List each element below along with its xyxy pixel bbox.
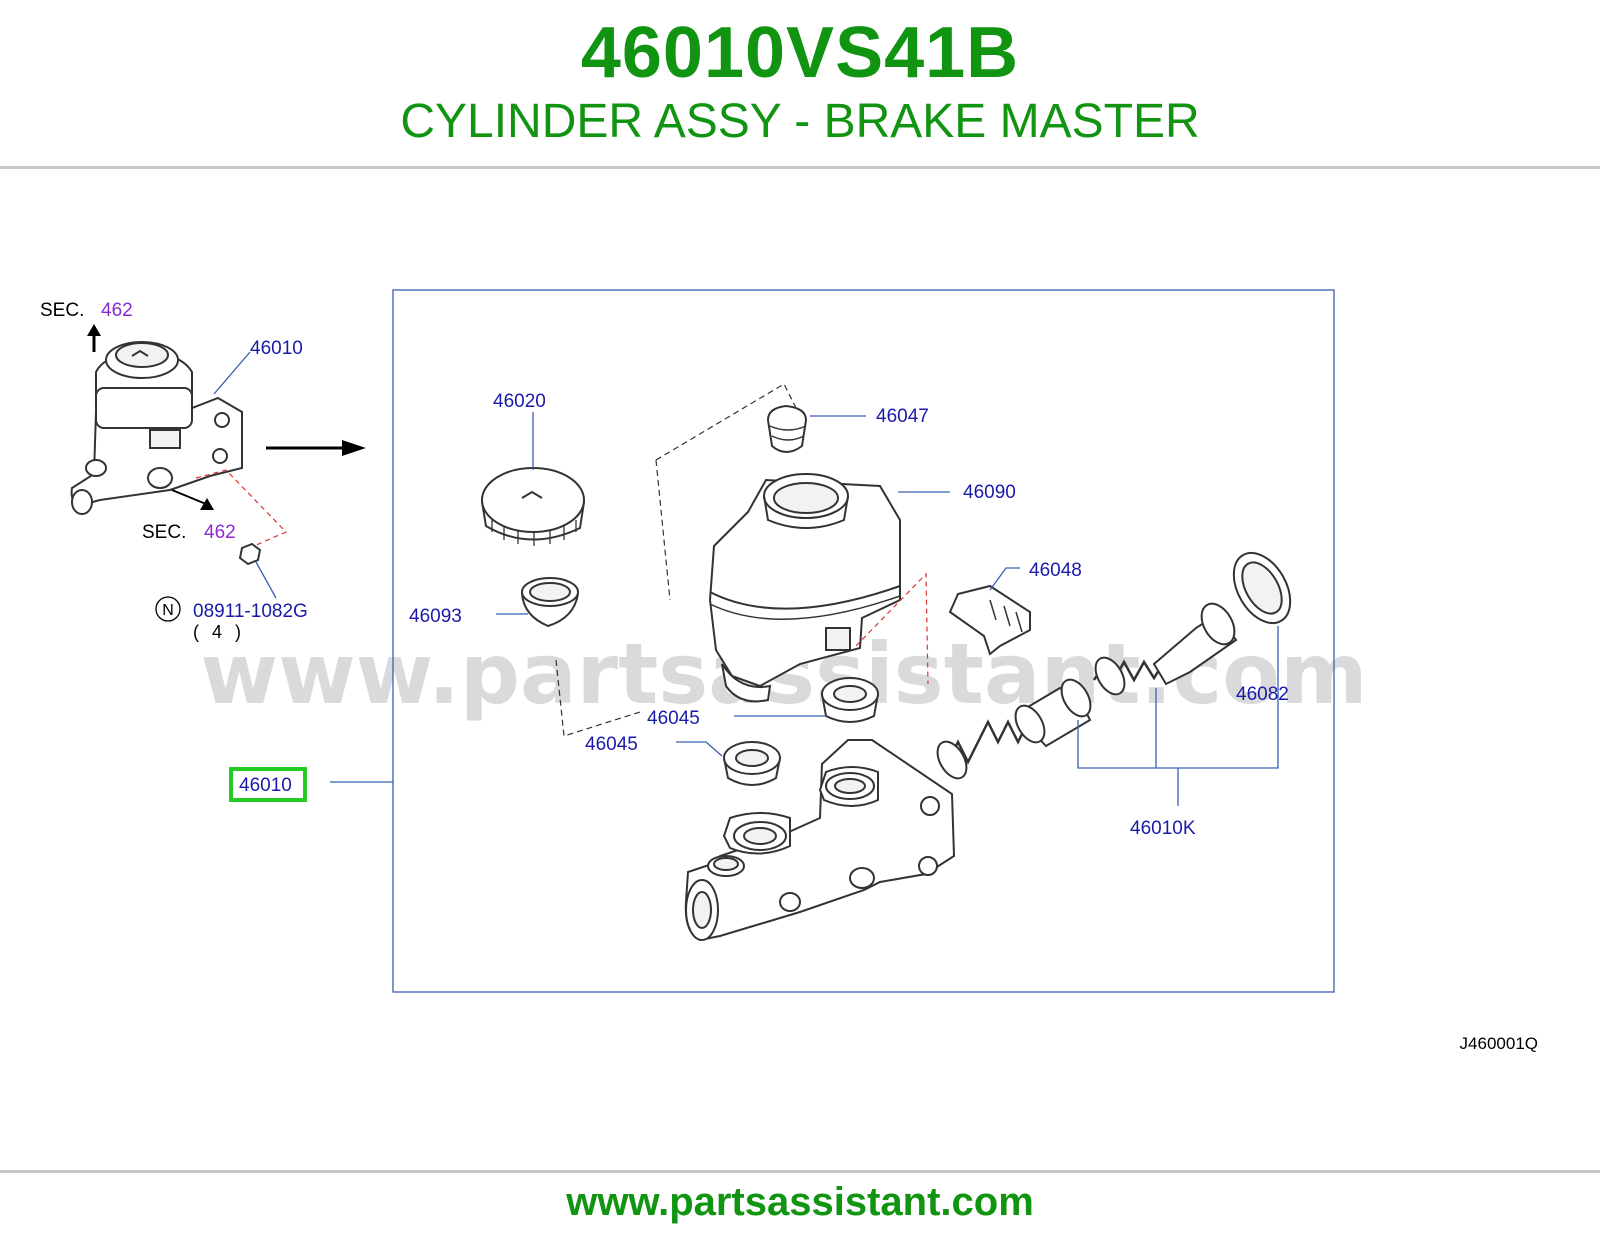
callout-46045-lower[interactable]: 46045: [585, 734, 638, 755]
overview-assembly-drawing: [70, 324, 288, 599]
nut-symbol-circle: [155, 596, 181, 622]
piston-kit-drawing: [936, 551, 1292, 806]
highlighted-callout-46010[interactable]: 46010: [239, 775, 292, 796]
callout-46048[interactable]: 46048: [1029, 560, 1082, 581]
diagram-reference-code: J460001Q: [1460, 1034, 1538, 1053]
header-divider: [0, 166, 1600, 169]
strainer-drawing: [496, 577, 579, 628]
exploded-view-frame: [392, 289, 1335, 993]
callout-46020[interactable]: 46020: [493, 391, 546, 412]
view-arrow: [266, 440, 366, 456]
sec-number-bottom[interactable]: 462: [204, 522, 236, 543]
nut-quantity: ( 4 ): [193, 622, 245, 642]
connector-drawing: [855, 567, 1031, 685]
part-name-subtitle: CYLINDER ASSY - BRAKE MASTER: [400, 95, 1200, 148]
reservoir-cap-drawing: [481, 412, 585, 546]
seal-lower-drawing: [676, 741, 781, 786]
cylinder-body-drawing: [684, 739, 956, 942]
callout-46093[interactable]: 46093: [409, 606, 462, 627]
callout-46090[interactable]: 46090: [963, 482, 1016, 503]
sec-label-bottom: SEC.: [142, 522, 186, 543]
page-header: 46010VS41B CYLINDER ASSY - BRAKE MASTER: [0, 0, 1600, 168]
callout-46047[interactable]: 46047: [876, 406, 929, 427]
callout-46010k[interactable]: 46010K: [1130, 818, 1196, 839]
highlight-box: [229, 767, 307, 802]
footer-website-link[interactable]: www.partsassistant.com: [566, 1180, 1034, 1224]
part-number-title: 46010VS41B: [580, 13, 1020, 93]
plug-drawing: [766, 404, 866, 453]
reservoir-tank-drawing: [708, 473, 950, 703]
seal-upper-drawing: [734, 677, 879, 723]
overview-callout-46010[interactable]: 46010: [250, 338, 303, 359]
nut-symbol: N: [162, 602, 174, 619]
footer-divider: [0, 1170, 1600, 1173]
nut-part-callout[interactable]: 08911-1082G: [193, 601, 308, 622]
sec-label-top: SEC.: [40, 300, 84, 321]
sec-number-top[interactable]: 462: [101, 300, 133, 321]
callout-46082[interactable]: 46082: [1236, 684, 1289, 705]
callout-46045-upper[interactable]: 46045: [647, 708, 700, 729]
